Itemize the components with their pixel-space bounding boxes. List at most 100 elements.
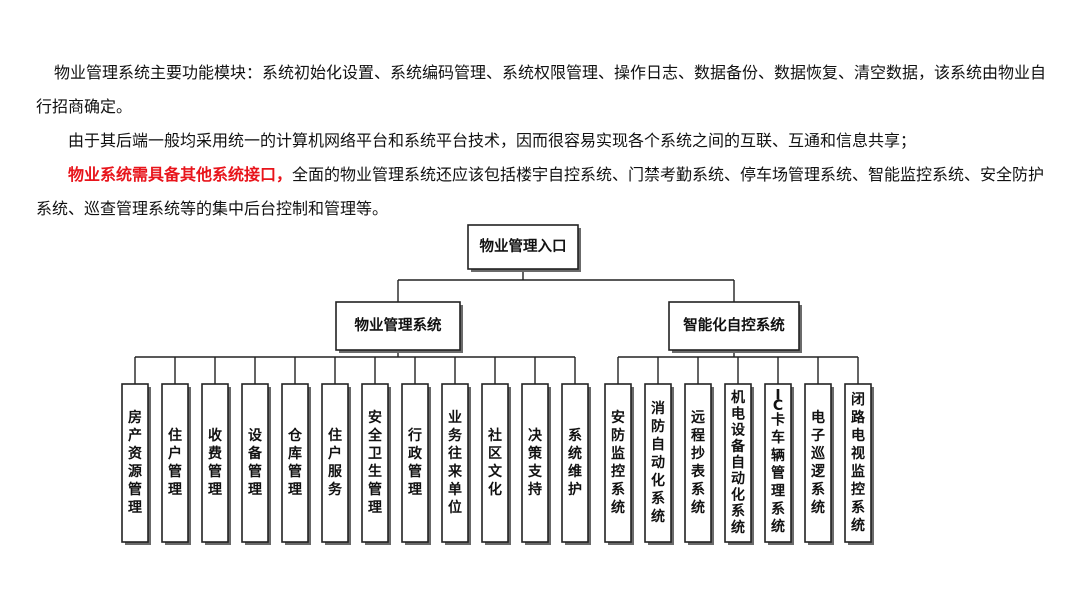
paragraph-modules: 物业管理系统主要功能模块：系统初始化设置、系统编码管理、系统权限管理、操作日志、… <box>36 63 1047 116</box>
leaf-node-1-3-box <box>724 383 752 543</box>
leaf-node-0-10-box <box>521 383 549 543</box>
leaf-node-label-0-1-char: 管 <box>168 463 182 480</box>
branch-node-1-box <box>668 301 800 351</box>
leaf-node-0-7-box <box>401 383 429 543</box>
leaf-node-label-0-8-char: 务 <box>448 427 463 444</box>
leaf-node-label-0-5-char: 住 <box>328 427 342 444</box>
leaf-node-label-1-0-char: 系 <box>611 481 625 498</box>
leaf-node-0-5-box <box>321 383 349 543</box>
leaf-node-label-1-4-char: 统 <box>771 518 785 535</box>
branch-node-label-1: 智能化自控系统 <box>683 316 785 334</box>
leaf-node-label-1-6-char: 路 <box>851 409 866 426</box>
leaf-node-label-1-1-char: 统 <box>651 508 665 525</box>
leaf-node-label-0-4-char: 库 <box>288 445 302 462</box>
leaf-node-label-0-3-char: 备 <box>247 445 263 462</box>
leaf-node-label-1-4-char: 理 <box>771 483 785 499</box>
leaf-node-label-1-6-char: 监 <box>851 463 865 480</box>
leaf-node-label-1-0-char: 控 <box>611 463 625 480</box>
leaf-node-label-1-5-char: 系 <box>811 481 825 498</box>
leaf-node-0-0-box <box>121 383 149 543</box>
leaf-node-label-1-1-char: 动 <box>651 454 665 471</box>
leaf-node-label-1-3-char: 电 <box>731 405 745 422</box>
leaf-node-label-0-11-char: 护 <box>568 481 582 498</box>
leaf-node-label-1-4-char: 卡 <box>771 411 785 428</box>
interface-highlight: 物业系统需具备其他系统接口， <box>68 165 293 184</box>
leaf-node-label-1-3-char: 备 <box>730 438 746 455</box>
leaf-node-label-1-5-char: 巡 <box>811 446 825 462</box>
leaf-node-label-0-0-char: 房 <box>128 409 142 426</box>
leaf-node-label-0-9-char: 社 <box>487 427 502 444</box>
leaf-node-label-0-6-char: 全 <box>367 427 383 444</box>
leaf-node-label-1-3-char: 设 <box>731 423 746 439</box>
leaf-node-label-1-4-char: 辆 <box>771 447 785 464</box>
leaf-node-label-1-1-char: 防 <box>651 418 665 435</box>
description-text: 物业管理系统主要功能模块：系统初始化设置、系统编码管理、系统权限管理、操作日志、… <box>36 56 1046 226</box>
leaf-node-label-0-9-char: 文 <box>488 463 503 480</box>
leaf-node-label-0-5-char: 务 <box>328 481 343 498</box>
leaf-node-label-1-1-char: 消 <box>651 400 665 417</box>
leaf-node-label-1-2-char: 表 <box>690 463 706 480</box>
leaf-node-label-1-5-char: 电 <box>811 409 825 426</box>
leaf-node-label-1-4-char: 管 <box>771 465 785 482</box>
leaf-node-1-0-box <box>604 383 632 543</box>
leaf-node-label-0-1-char: 户 <box>168 445 182 462</box>
leaf-node-0-9-box <box>481 383 509 543</box>
leaf-node-label-1-4-char: 系 <box>771 500 785 517</box>
leaf-node-label-1-2-char: 抄 <box>691 445 705 462</box>
leaf-node-label-0-11-char: 系 <box>568 427 582 444</box>
leaf-node-label-0-2-char: 费 <box>208 445 222 462</box>
leaf-node-label-1-1-char: 系 <box>651 490 665 507</box>
leaf-node-label-0-4-char: 理 <box>288 482 302 498</box>
leaf-node-1-4-box <box>764 383 792 543</box>
leaf-node-label-0-7-char: 政 <box>408 445 423 462</box>
leaf-node-label-0-10-char: 持 <box>528 481 542 498</box>
leaf-node-0-8-box <box>441 383 469 543</box>
leaf-node-label-1-3-char: 系 <box>731 503 745 520</box>
leaf-node-0-6-box <box>361 383 389 543</box>
leaf-node-label-1-4-char: 车 <box>771 429 785 446</box>
leaf-node-label-1-6-char: 控 <box>851 481 865 498</box>
leaf-node-label-0-0-char: 产 <box>128 427 142 444</box>
leaf-node-label-0-0-char: 管 <box>128 481 142 498</box>
leaf-node-label-1-5-char: 逻 <box>811 464 826 480</box>
leaf-node-label-0-6-char: 理 <box>368 500 382 516</box>
leaf-node-label-0-8-char: 往 <box>448 445 462 462</box>
leaf-node-label-0-11-char: 统 <box>568 445 582 462</box>
connector-lines <box>134 269 859 384</box>
leaf-node-label-1-0-char: 防 <box>611 427 625 444</box>
leaf-node-label-0-3-char: 设 <box>248 428 263 444</box>
paragraph-platform: 由于其后端一般均采用统一的计算机网络平台和系统平台技术，因而很容易实现各个系统之… <box>68 131 917 150</box>
branch-node-label-0: 物业管理系统 <box>355 316 442 334</box>
leaf-node-label-1-6-char: 系 <box>851 499 865 516</box>
leaf-node-label-0-7-char: 理 <box>408 482 422 498</box>
leaf-node-label-1-5-char: 子 <box>811 428 825 444</box>
leaf-node-label-1-6-char: 电 <box>851 427 865 444</box>
leaf-node-label-0-8-char: 来 <box>447 464 463 480</box>
leaf-node-label-1-6-char: 视 <box>851 445 865 462</box>
leaf-node-label-1-0-char: 监 <box>611 445 625 462</box>
leaf-node-label-0-2-char: 收 <box>208 427 223 444</box>
leaf-node-1-1-box <box>644 383 672 543</box>
leaf-node-label-0-0-char: 资 <box>128 445 142 462</box>
leaf-node-0-3-box <box>241 383 269 543</box>
leaf-node-label-1-4-char: C <box>773 398 783 414</box>
leaf-node-label-0-6-char: 卫 <box>368 446 382 462</box>
leaf-node-label-1-3-char: 自 <box>731 454 745 471</box>
interface-rest: 全面的物业管理系统还应该包括楼宇自控系统、门禁考勤系统、停车场管理系统、智能监控… <box>36 165 1045 218</box>
leaf-node-label-0-3-char: 管 <box>248 463 262 480</box>
leaf-node-label-0-2-char: 理 <box>208 482 222 498</box>
